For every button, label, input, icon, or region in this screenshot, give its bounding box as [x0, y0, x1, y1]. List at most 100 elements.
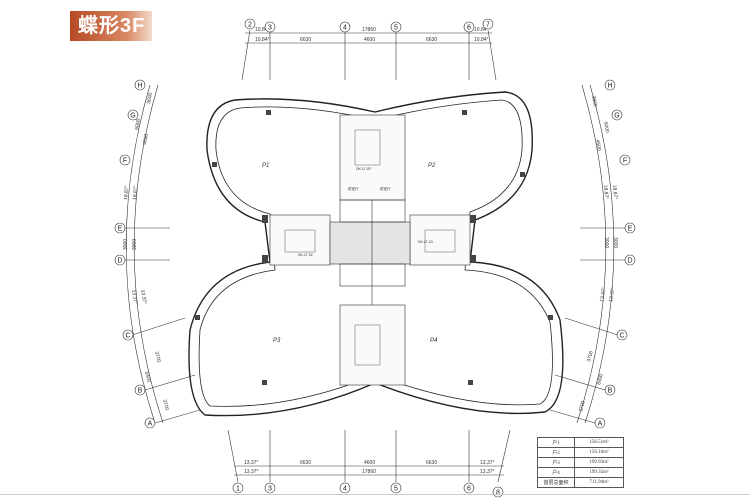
unit-cell: 户4	[537, 467, 575, 478]
axis-label: A	[148, 421, 153, 428]
dim: 4600	[364, 460, 375, 466]
axis-bubble	[144, 417, 156, 429]
axis-bubble	[339, 21, 351, 33]
dim: 4600	[364, 37, 375, 43]
axis-label: G	[130, 113, 135, 120]
dim: 18.87°	[123, 185, 130, 200]
axis-label: 5	[394, 486, 398, 493]
axis-label: C	[125, 333, 130, 340]
grid-line	[241, 29, 251, 81]
dim: 3000	[123, 239, 129, 250]
corridor-label: 前室厅	[348, 186, 359, 191]
axis-bubble	[119, 154, 131, 166]
corridor-label: 前室厅	[380, 186, 391, 191]
dim: 6400	[596, 373, 605, 386]
dim: 10.84°	[255, 27, 270, 33]
axis-label: H	[137, 83, 142, 90]
axis-bubble	[264, 482, 276, 494]
axis-label: G	[614, 113, 619, 120]
building-outline	[188, 91, 564, 417]
dim: 3700	[153, 351, 162, 364]
dim: 6000	[134, 118, 142, 130]
axis-label: 6	[467, 25, 471, 32]
dim: 13.37°	[480, 469, 495, 475]
dim: 6630	[300, 460, 311, 466]
axis-bubble	[604, 79, 616, 91]
dim: 6630	[300, 37, 311, 43]
dim: 4500	[142, 133, 150, 145]
dim: 18.87°	[132, 185, 139, 200]
axis-label: F	[623, 158, 627, 165]
axis-label: B	[608, 388, 613, 395]
elevator-label: DK-LT-02	[298, 253, 313, 257]
floor-title-badge: 蝶形3F	[70, 11, 152, 41]
axis-bubble	[390, 21, 402, 33]
axis-bubble	[232, 482, 244, 494]
dim: 6000	[602, 121, 610, 133]
room-label: P3	[273, 338, 281, 344]
axis-label: 1	[236, 486, 240, 493]
axis-bubble	[134, 384, 146, 396]
unit-cell: 户3	[537, 457, 575, 468]
axis-bubble	[604, 384, 616, 396]
axis-bubble	[616, 329, 628, 341]
dim: 13.37°	[599, 287, 607, 302]
unit-cell: 户2	[537, 447, 575, 458]
room-label: P1	[262, 163, 269, 169]
axis-label: 4	[343, 25, 347, 32]
axis-bubble	[244, 18, 256, 30]
axis-label: C	[619, 333, 624, 340]
dim: 13.37°	[244, 460, 259, 466]
dim: 10.84°	[474, 27, 489, 33]
area-cell: 199.93m²	[574, 457, 624, 468]
area-cell: 156.16m²	[574, 447, 624, 458]
axis-bubble	[390, 482, 402, 494]
axis-bubble	[594, 417, 606, 429]
axis-label: F	[123, 158, 127, 165]
axis-label: E	[118, 226, 123, 233]
dim: 10.84°	[255, 37, 270, 43]
axis-bubble	[114, 254, 126, 266]
dim: 18.87°	[602, 185, 609, 200]
dim: 3000	[603, 237, 609, 248]
divider	[0, 494, 750, 495]
dim: 13.37°	[130, 289, 138, 304]
dim: 3700	[161, 399, 170, 412]
dim: 4500	[594, 139, 602, 151]
dim: 18.87°	[611, 185, 618, 200]
area-cell: 711.94m²	[574, 477, 624, 488]
dim: 17860	[362, 27, 376, 33]
dim: 13.37°	[139, 289, 147, 304]
dim: 13.37°	[480, 460, 495, 466]
unit-cell: 户1	[537, 437, 575, 448]
unit-cell: 首层总面积	[537, 477, 575, 488]
dim: 3600	[590, 95, 598, 107]
dim: 3700	[586, 350, 595, 363]
dim: 10.84°	[474, 37, 489, 43]
dim: 6400	[143, 371, 152, 384]
elevator-label: DK-LT-03	[418, 240, 433, 244]
dim: 6630	[426, 37, 437, 43]
axis-label: 2	[248, 22, 252, 29]
axis-bubble	[482, 18, 494, 30]
elevator-label: DK-LT-0F	[356, 167, 371, 171]
axis-label: 4	[343, 486, 347, 493]
dim: 13.37°	[608, 287, 616, 302]
axis-label: 3	[268, 25, 272, 32]
axis-label: 3	[268, 486, 272, 493]
dim: 3700	[578, 400, 587, 413]
lobby-hatch	[329, 221, 411, 265]
axis-bubble	[134, 79, 146, 91]
axis-label: 8	[496, 490, 500, 497]
dim: 6630	[426, 460, 437, 466]
room-label: P4	[430, 338, 438, 344]
dim: 13.37°	[244, 469, 259, 475]
axis-label: A	[598, 421, 603, 428]
axis-bubble	[611, 109, 623, 121]
